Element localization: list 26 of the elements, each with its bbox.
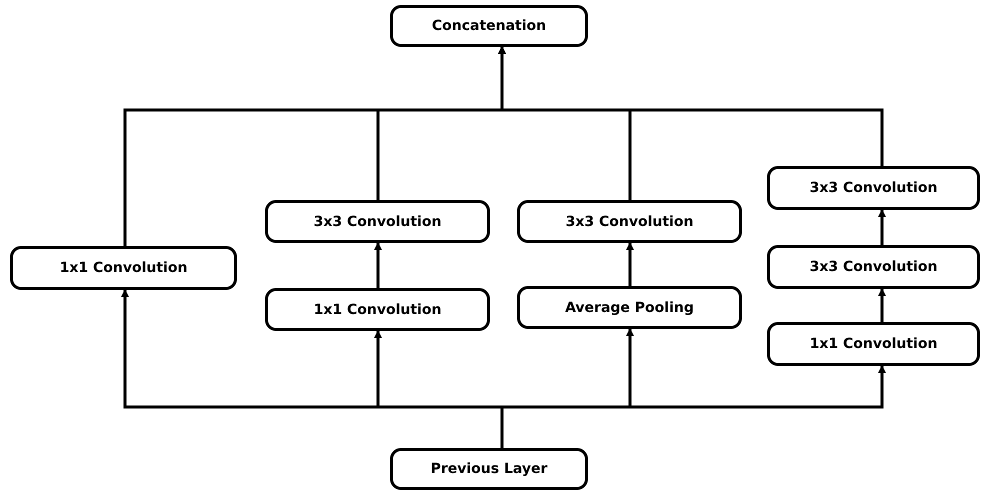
arrow: [878, 288, 886, 322]
node-label: 1x1 Convolution: [810, 336, 938, 352]
arrow: [374, 242, 382, 288]
node-label: Concatenation: [432, 18, 546, 34]
arrow: [878, 209, 886, 245]
process-box: [10, 246, 237, 290]
node-label: Average Pooling: [565, 300, 694, 316]
process-box: [390, 448, 588, 490]
process-box: [390, 5, 588, 47]
node-label: 3x3 Convolution: [566, 214, 694, 230]
process-box: [767, 322, 980, 366]
node-label: 1x1 Convolution: [314, 302, 442, 318]
process-box: [517, 286, 742, 329]
node-label: 3x3 Convolution: [810, 259, 938, 275]
arrow: [626, 242, 634, 286]
node-label: 3x3 Convolution: [810, 180, 938, 196]
process-box: [767, 166, 980, 210]
process-box: [517, 200, 742, 243]
process-box: [265, 200, 490, 243]
process-box: [767, 245, 980, 289]
node-label: Previous Layer: [430, 461, 548, 477]
arrow: [498, 46, 884, 166]
node-label: 1x1 Convolution: [60, 260, 188, 276]
node-label: 3x3 Convolution: [314, 214, 442, 230]
process-box: [265, 288, 490, 331]
arrow: [500, 365, 886, 448]
